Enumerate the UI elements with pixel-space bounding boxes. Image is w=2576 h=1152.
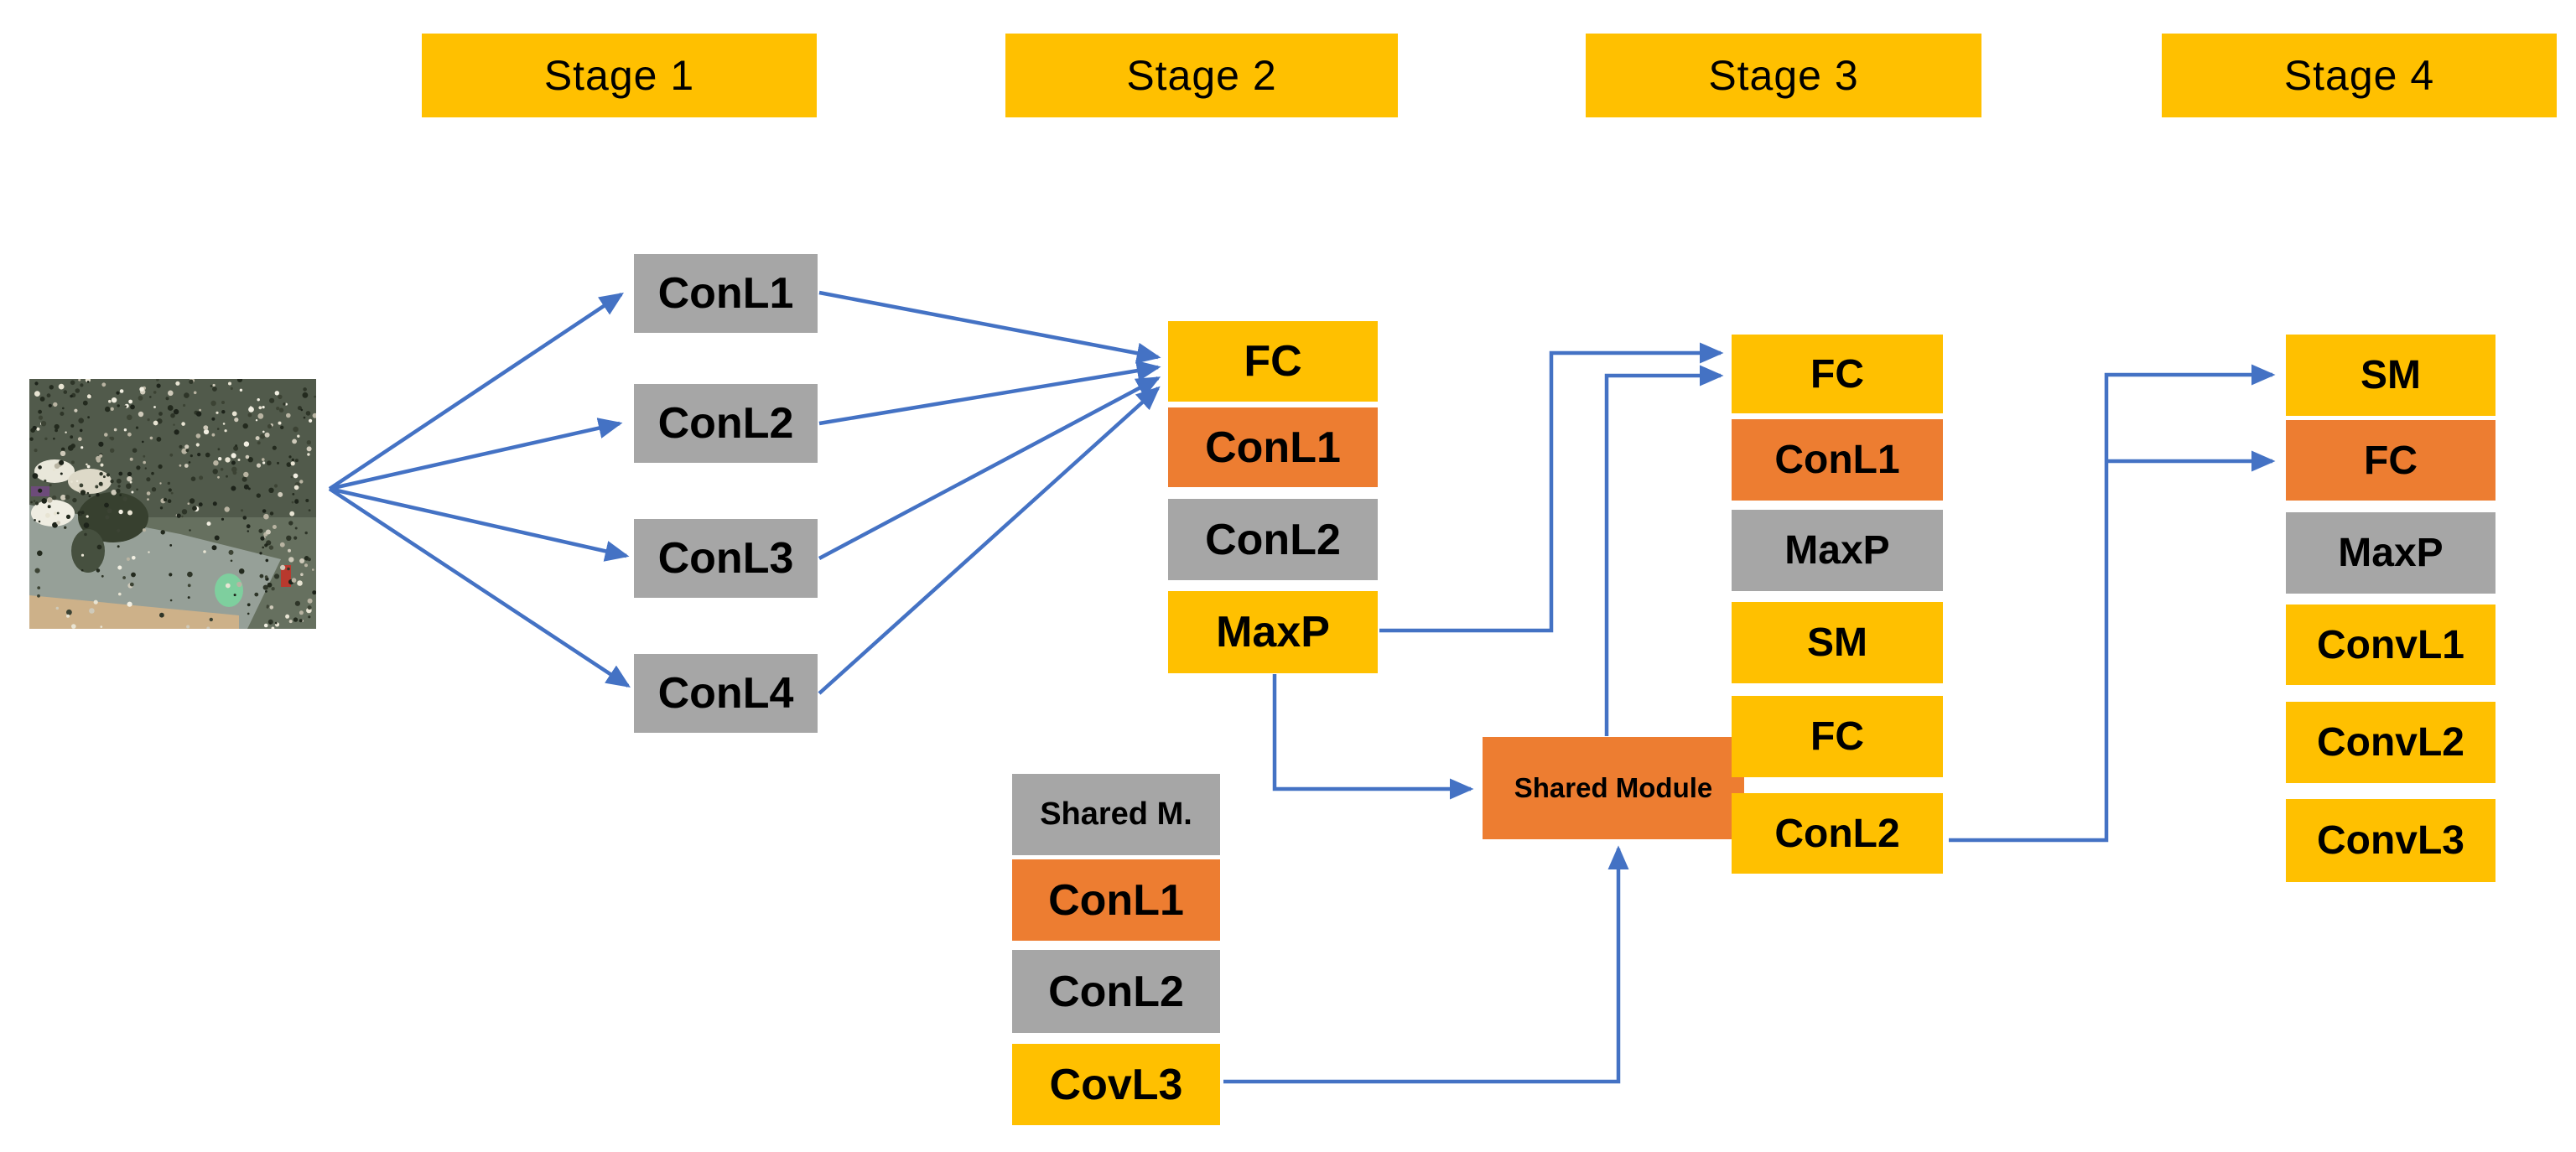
stage1-box-conl1: ConL1 <box>634 254 818 333</box>
stage4-header: Stage 4 <box>2162 34 2557 117</box>
stage3-box-fc1: FC <box>1732 335 1943 413</box>
stage2-box-covl3: CovL3 <box>1012 1044 1220 1125</box>
stage2-box-shared-m: Shared M. <box>1012 774 1220 855</box>
stage1-header: Stage 1 <box>422 34 817 117</box>
crowd-image <box>29 379 316 629</box>
stage3-box-conl1: ConL1 <box>1732 419 1943 501</box>
stage3-header: Stage 3 <box>1586 34 1981 117</box>
stage1-box-conl2: ConL2 <box>634 384 818 463</box>
stage4-box-convl3: ConvL3 <box>2286 799 2496 882</box>
stage1-box-conl4: ConL4 <box>634 654 818 733</box>
shared-module-box: Shared Module <box>1483 737 1744 839</box>
stage4-box-convl1: ConvL1 <box>2286 605 2496 685</box>
stage2-box-shared-conl1: ConL1 <box>1012 859 1220 941</box>
stage2-box-fc: FC <box>1168 321 1378 402</box>
stage2-header: Stage 2 <box>1005 34 1398 117</box>
stage4-box-convl2: ConvL2 <box>2286 702 2496 783</box>
stage4-box-fc: FC <box>2286 420 2496 501</box>
stage2-box-maxp: MaxP <box>1168 591 1378 673</box>
stage4-box-maxp: MaxP <box>2286 512 2496 594</box>
stage3-box-maxp: MaxP <box>1732 510 1943 591</box>
stage2-box-conl1: ConL1 <box>1168 407 1378 487</box>
stage2-box-conl2: ConL2 <box>1168 499 1378 580</box>
stage3-box-conl2: ConL2 <box>1732 793 1943 874</box>
stage1-box-conl3: ConL3 <box>634 519 818 598</box>
stage3-box-sm: SM <box>1732 602 1943 683</box>
stage2-box-shared-conl2: ConL2 <box>1012 950 1220 1033</box>
stage3-box-fc2: FC <box>1732 696 1943 777</box>
stage4-box-sm: SM <box>2286 335 2496 416</box>
